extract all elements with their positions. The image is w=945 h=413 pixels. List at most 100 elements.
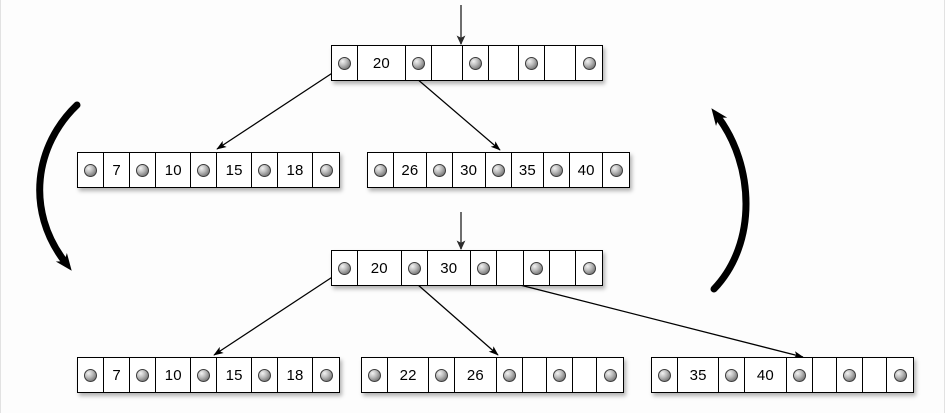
pointer-dot-icon — [725, 368, 739, 382]
pointer-cell — [652, 358, 678, 392]
key-cell: 18 — [278, 153, 314, 187]
key-cell — [572, 358, 597, 392]
pointer-cell — [191, 153, 218, 187]
pointer-cell — [191, 358, 218, 392]
key-cell: 20 — [358, 251, 402, 285]
pointer-dot-icon — [258, 163, 272, 177]
key-cell — [862, 358, 887, 392]
pointer-dot-icon — [432, 163, 446, 177]
edge-after-root-to-left — [213, 269, 344, 356]
key-cell: 26 — [455, 358, 497, 392]
key-cell — [488, 46, 520, 80]
key-cell — [431, 46, 463, 80]
pointer-cell — [362, 358, 388, 392]
pointer-dot-icon — [411, 56, 425, 70]
pointer-dot-icon — [338, 261, 351, 275]
pointer-dot-icon — [338, 56, 351, 70]
pointer-cell — [719, 358, 746, 392]
key-cell: 18 — [278, 358, 314, 392]
pointer-dot-icon — [407, 261, 421, 275]
pointer-dot-icon — [477, 261, 491, 275]
key-cell: 7 — [104, 153, 131, 187]
pointer-dot-icon — [552, 368, 566, 382]
key-cell — [812, 358, 837, 392]
pointer-cell — [471, 251, 498, 285]
pointer-cell — [252, 153, 279, 187]
key-cell: 30 — [427, 251, 472, 285]
pointer-dot-icon — [525, 56, 539, 70]
pointer-dot-icon — [582, 261, 596, 275]
pointer-cell — [523, 251, 550, 285]
pointer-dot-icon — [136, 368, 150, 382]
pointer-cell — [576, 46, 603, 80]
pointer-cell — [887, 358, 913, 392]
pointer-cell — [405, 46, 432, 80]
pointer-cell — [332, 46, 358, 80]
pointer-dot-icon — [658, 368, 671, 382]
pointer-dot-icon — [84, 368, 97, 382]
pointer-cell — [462, 46, 489, 80]
root-node-after: 20 30 — [331, 250, 603, 286]
pointer-dot-icon — [468, 56, 482, 70]
flow-arrow-right-up — [710, 108, 750, 293]
pointer-dot-icon — [319, 368, 333, 382]
pointer-dot-icon — [368, 368, 381, 382]
leaf-node-before-right: 26 30 35 40 — [367, 152, 630, 188]
pointer-dot-icon — [502, 368, 516, 382]
edge-before-root-to-left — [216, 65, 344, 150]
pointer-dot-icon — [603, 368, 617, 382]
pointer-dot-icon — [136, 163, 150, 177]
key-cell: 40 — [745, 358, 787, 392]
key-cell: 20 — [358, 46, 406, 80]
pointer-dot-icon — [197, 163, 211, 177]
pointer-cell — [485, 153, 512, 187]
root-node-before: 20 — [331, 45, 603, 81]
pointer-cell — [603, 153, 629, 187]
pointer-cell — [313, 358, 340, 392]
pointer-cell — [313, 153, 340, 187]
key-cell — [545, 46, 577, 80]
key-cell — [497, 251, 524, 285]
pointer-cell — [368, 153, 394, 187]
pointer-dot-icon — [84, 163, 97, 177]
key-cell: 35 — [511, 153, 545, 187]
key-cell: 7 — [104, 358, 131, 392]
pointer-cell — [426, 153, 453, 187]
flow-arrow-left-down — [36, 101, 81, 271]
pointer-cell — [786, 358, 813, 392]
key-cell: 15 — [217, 358, 253, 392]
pointer-dot-icon — [842, 368, 856, 382]
pointer-cell — [519, 46, 546, 80]
leaf-node-after-middle: 22 26 — [361, 357, 624, 393]
pointer-dot-icon — [491, 163, 505, 177]
key-cell: 10 — [156, 358, 192, 392]
pointer-dot-icon — [529, 261, 543, 275]
pointer-cell — [332, 251, 358, 285]
pointer-cell — [401, 251, 428, 285]
pointer-cell — [252, 358, 279, 392]
pointer-dot-icon — [374, 163, 387, 177]
key-cell: 35 — [678, 358, 720, 392]
pointer-dot-icon — [893, 368, 907, 382]
pointer-dot-icon — [435, 368, 449, 382]
key-cell: 10 — [156, 153, 192, 187]
pointer-cell — [496, 358, 523, 392]
key-cell: 30 — [452, 153, 486, 187]
key-cell: 22 — [388, 358, 430, 392]
key-cell: 15 — [217, 153, 253, 187]
key-cell: 26 — [394, 153, 427, 187]
pointer-cell — [597, 358, 623, 392]
leaf-node-after-right: 35 40 — [651, 357, 914, 393]
pointer-dot-icon — [609, 163, 623, 177]
pointer-cell — [546, 358, 573, 392]
pointer-dot-icon — [197, 368, 211, 382]
pointer-dot-icon — [319, 163, 333, 177]
pointer-cell — [429, 358, 456, 392]
pointer-cell — [836, 358, 863, 392]
pointer-cell — [130, 153, 157, 187]
key-cell — [522, 358, 547, 392]
pointer-dot-icon — [582, 56, 596, 70]
pointer-cell — [576, 251, 602, 285]
pointer-cell — [78, 358, 104, 392]
